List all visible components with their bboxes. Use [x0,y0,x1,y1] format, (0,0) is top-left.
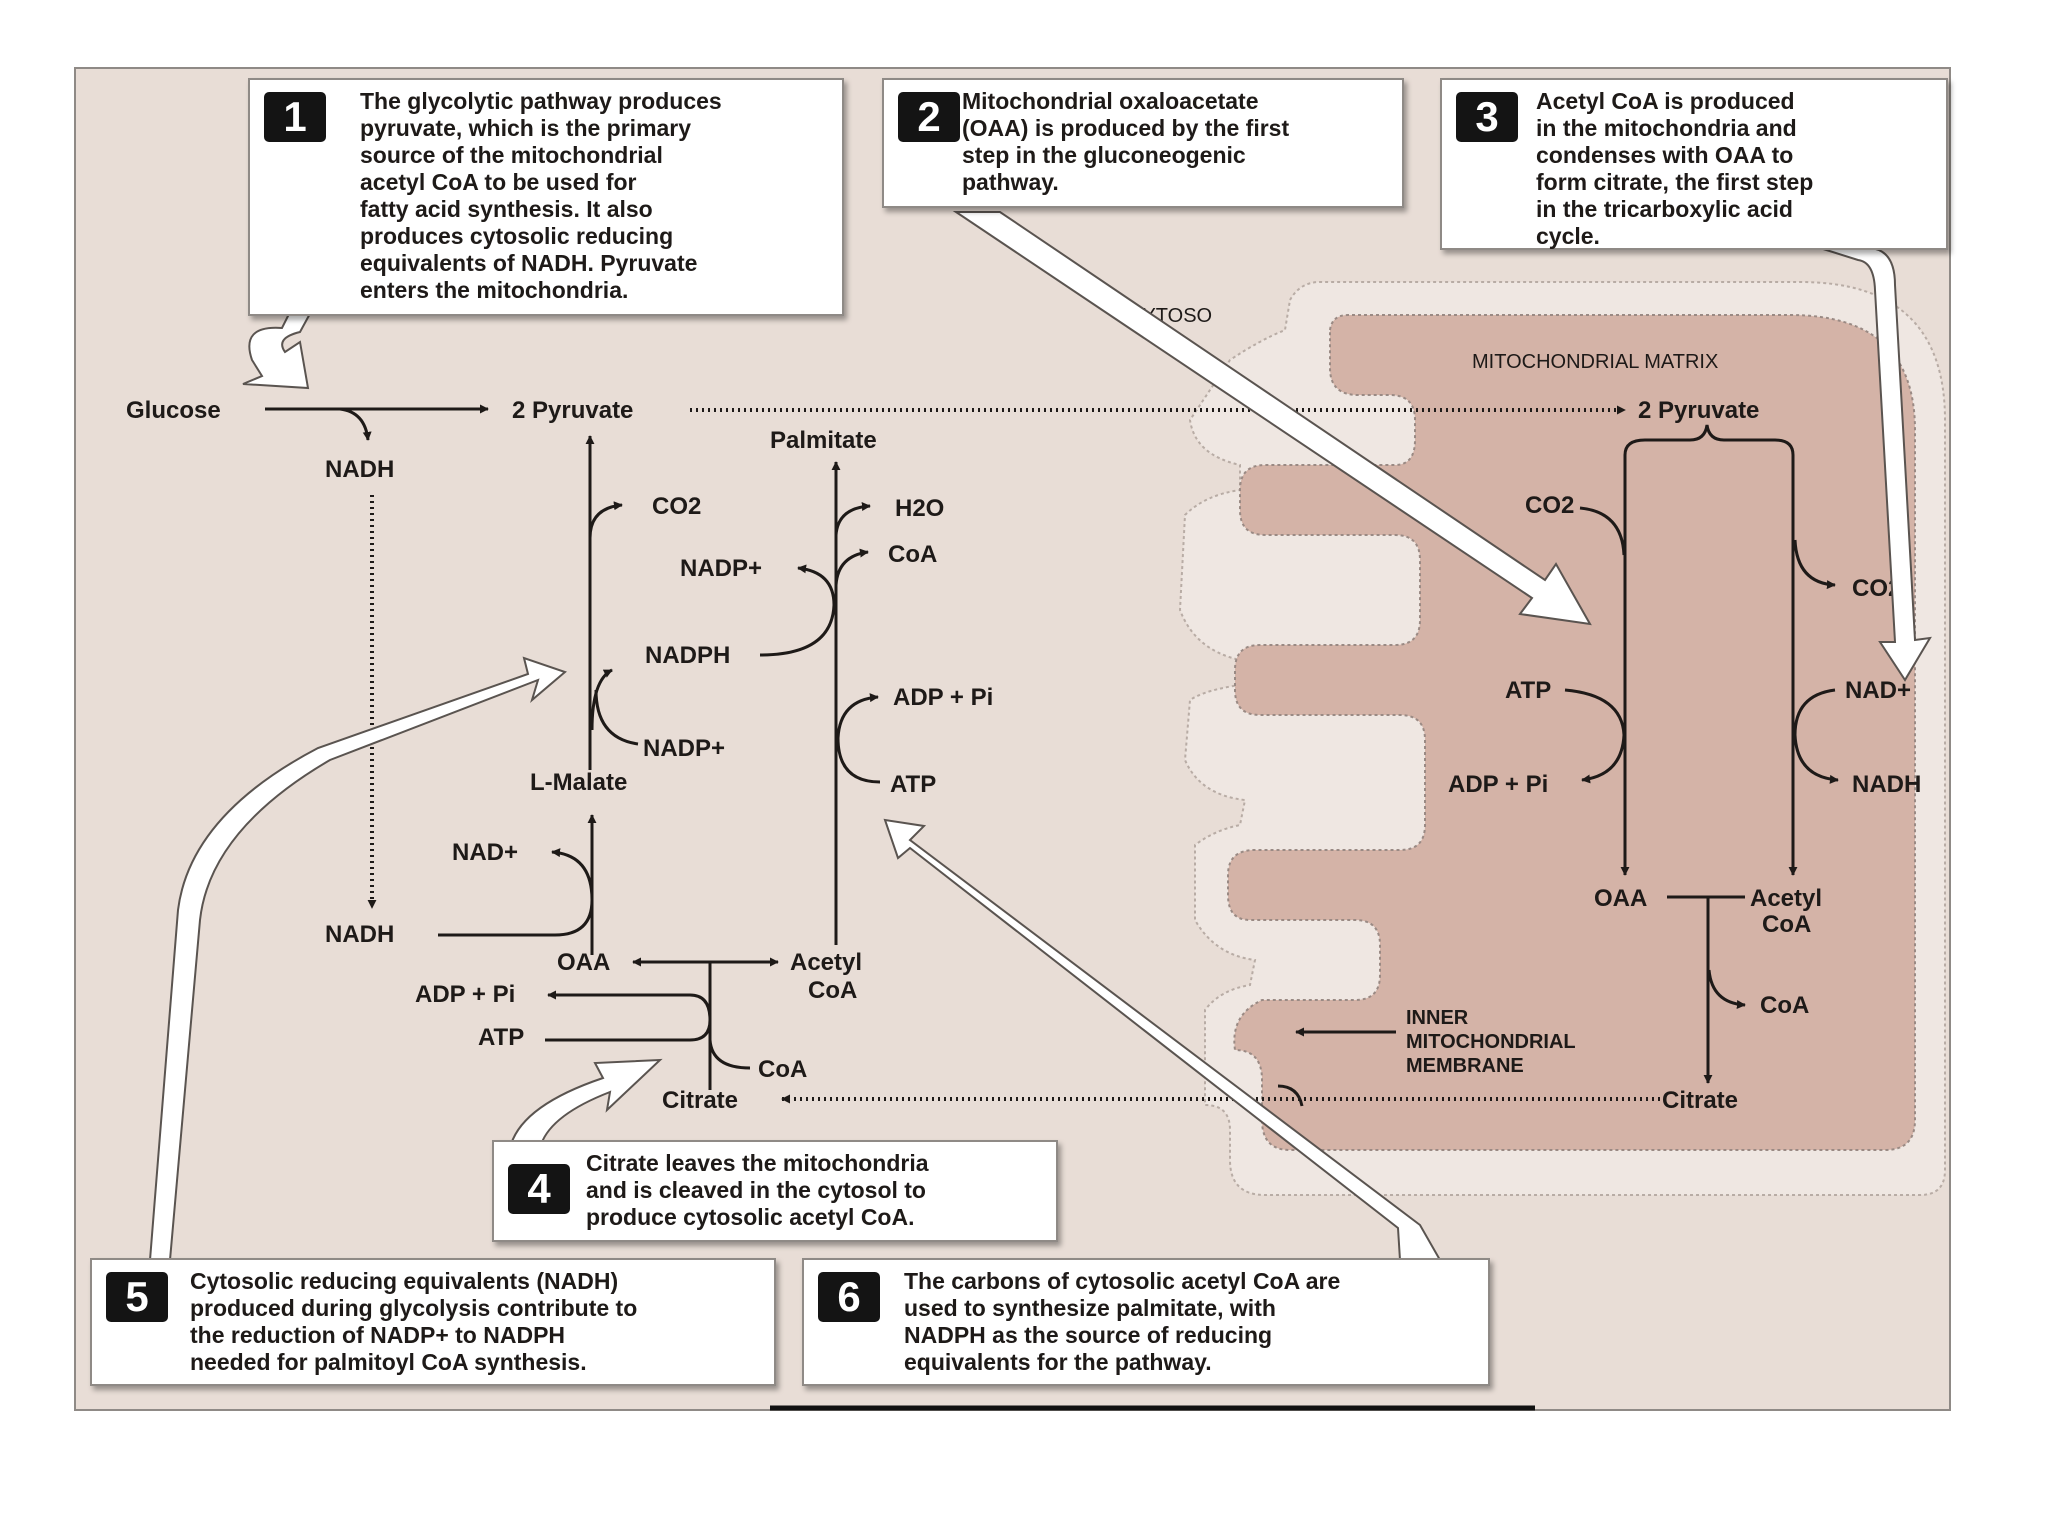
nad-plus-mito-label: NAD+ [1845,677,1911,704]
membrane-label-3: MEMBRANE [1406,1055,1524,1077]
pyruvate-mito-label: 2 Pyruvate [1638,397,1759,424]
pyruvate-cytosol-label: 2 Pyruvate [512,397,633,424]
co2-release-branch [588,501,623,539]
callout-1-pointer [242,306,314,390]
nad-plus-cytosol-label: NAD+ [452,839,518,866]
adp-pi-palmitate-label: ADP + Pi [893,684,993,711]
nadh-mito-label: NADH [1852,771,1921,798]
co2-in-branch [1579,506,1626,556]
callout-6-number: 6 [818,1272,880,1322]
adp-pi-cytosol-label: ADP + Pi [415,981,515,1008]
mitochondrial-matrix [1227,314,1916,1151]
acetyl-mito-label-1: Acetyl [1750,885,1822,912]
callout-5-text: Cytosolic reducing equivalents (NADH) pr… [190,1268,638,1375]
coa-palmitate-label: CoA [888,541,937,568]
callout-2-number: 2 [898,92,960,142]
callout-5-number: 5 [106,1272,168,1322]
nadp-plus-label-top: NADP+ [680,555,762,582]
nadp-reduction-curve [594,689,639,746]
citrate-cytosol-label: Citrate [662,1087,738,1114]
callout-3-text: Acetyl CoA is produced in the mitochondr… [1536,88,1814,249]
callout-3: 3 Acetyl CoA is produced in the mitochon… [1440,78,1948,250]
adp-pi-mito-label: ADP + Pi [1448,771,1548,798]
callout-4-pointer [508,1058,663,1149]
co2-mito-left-label: CO2 [1525,492,1574,519]
callout-2-pointer [952,211,1592,626]
palmitate-label: Palmitate [770,427,877,454]
callout-3-number: 3 [1456,92,1518,142]
nadph-to-nadp-curve [759,564,836,657]
callout-5: 5 Cytosolic reducing equivalents (NADH) … [90,1258,776,1386]
atp-to-adp-branch [545,990,712,1042]
callout-1-number: 1 [264,92,326,142]
nad-reduction-branch [1793,688,1839,784]
coa-mito-label: CoA [1760,992,1809,1019]
co2-out-branch [1793,539,1836,590]
coa-citrate-label: CoA [758,1056,807,1083]
h2o-release-branch [834,502,871,536]
oaa-mito-label: OAA [1594,885,1647,912]
atp-cytosol-label: ATP [478,1024,524,1051]
callout-4: 4 Citrate leaves the mitochondria and is… [492,1140,1058,1242]
acetyl-mito-label-2: CoA [1762,911,1811,938]
callout-3-pointer [1819,247,1932,682]
h2o-label: H2O [895,495,944,522]
callout-2: 2 Mitochondrial oxaloacetate (OAA) is pr… [882,78,1404,208]
callout-4-number: 4 [508,1164,570,1214]
matrix-label: MITOCHONDRIAL MATRIX [1472,351,1718,373]
citrate-transporter [1277,1084,1304,1107]
oaa-cytosol-label: OAA [557,949,610,976]
callout-1-text: The glycolytic pathway produces pyruvate… [360,88,722,303]
atp-to-adp-palmitate-branch [836,693,881,784]
callout-6-text: The carbons of cytosolic acetyl CoA are … [904,1268,1341,1375]
nadh-bottom-label: NADH [325,921,394,948]
co2-cytosol-label: CO2 [652,493,701,520]
nadp-plus-label-left: NADP+ [643,735,725,762]
acetyl-cytosol-label-2: CoA [808,977,857,1004]
nadph-label-left: NADPH [645,642,730,669]
l-malate-label: L-Malate [530,769,627,796]
callout-2-text: Mitochondrial oxaloacetate (OAA) is prod… [962,88,1290,195]
callout-4-text: Citrate leaves the mitochondria and is c… [586,1150,929,1230]
citrate-mito-label: Citrate [1662,1087,1738,1114]
callout-6: 6 The carbons of cytosolic acetyl CoA ar… [802,1258,1490,1386]
nadh-top-label: NADH [325,456,394,483]
atp-palmitate-label: ATP [890,771,936,798]
callout-6-pointer [883,818,1442,1261]
membrane-label-1: INNER [1406,1007,1469,1029]
nad-plus-branch [551,848,594,901]
coa-release-branch [834,548,869,586]
pyruvate-split-brace [1623,424,1795,470]
membrane-label-2: MITOCHONDRIAL [1406,1031,1576,1053]
nadh-to-mdh-line [438,899,594,937]
callout-1: 1 The glycolytic pathway produces pyruva… [248,78,844,316]
glycolysis-nadh-branch [339,407,372,441]
glucose-label: Glucose [126,397,221,424]
atp-mito-label: ATP [1505,677,1551,704]
acetyl-cytosol-label-1: Acetyl [790,949,862,976]
callout-5-pointer [148,656,567,1261]
coa-mito-branch [1707,969,1746,1009]
coa-citrate-branch [708,1039,751,1070]
atp-use-branch [1564,688,1626,784]
